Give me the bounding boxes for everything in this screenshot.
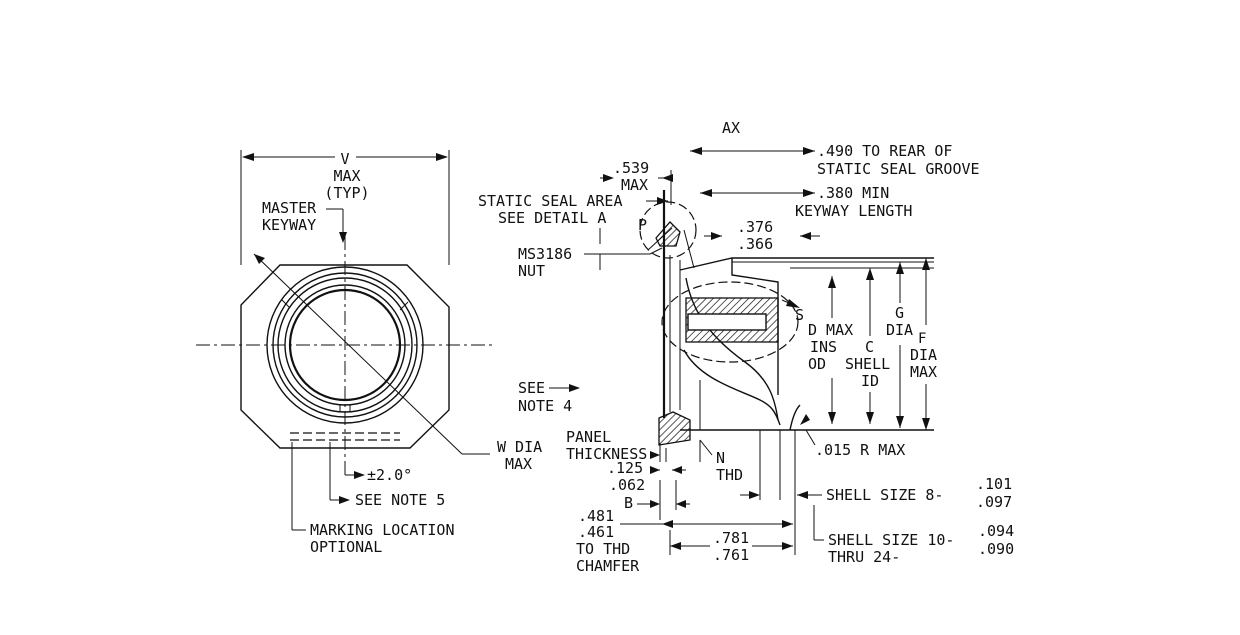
flange-outline — [240, 264, 450, 449]
master-keyway-label-2: KEYWAY — [262, 216, 316, 234]
keyway-length-2: KEYWAY LENGTH — [795, 202, 912, 220]
f-label-3: MAX — [910, 363, 937, 381]
b-label: B — [624, 494, 633, 512]
dim-781: .781 — [713, 529, 749, 547]
nut-label-1: MS3186 — [518, 245, 572, 263]
shell-size-10-thru: THRU 24- — [828, 548, 900, 566]
thd-label: THD — [716, 466, 743, 484]
dim-461: .461 — [578, 523, 614, 541]
panel-label-2: THICKNESS — [566, 445, 647, 463]
marking-location-2: OPTIONAL — [310, 538, 382, 556]
see-note-4-1: SEE — [518, 379, 545, 397]
f-label-2: DIA — [910, 346, 937, 364]
shell-size-8-bot: .097 — [976, 493, 1012, 511]
side-view: S .015 R MAX AX .490 TO REAR OF STATIC S… — [478, 119, 1014, 575]
dim-761: .761 — [713, 546, 749, 564]
g-label-1: G — [895, 304, 904, 322]
marking-location-1: MARKING LOCATION — [310, 521, 455, 539]
end-view: V MAX (TYP) MASTER KEYWAY W DIA MAX ±2.0… — [196, 150, 542, 556]
dim-125: .125 — [607, 459, 643, 477]
see-note-4-2: NOTE 4 — [518, 397, 572, 415]
chamfer-label: CHAMFER — [576, 557, 640, 575]
dim-539: .539 — [613, 159, 649, 177]
p-label: P — [638, 216, 647, 234]
d-label-2: INS — [810, 338, 837, 356]
c-label-3: ID — [861, 372, 879, 390]
static-seal-label-1: STATIC SEAL AREA — [478, 192, 623, 210]
dim-481: .481 — [578, 507, 614, 525]
panel-label-1: PANEL — [566, 428, 611, 446]
r-max-label: .015 R MAX — [815, 441, 905, 459]
shell-size-8-top: .101 — [976, 475, 1012, 493]
rear-seal-label-1: .490 TO REAR OF — [817, 142, 952, 160]
shell-size-10-top: .094 — [978, 522, 1014, 540]
dim-366: .366 — [737, 235, 773, 253]
d-label-1: D MAX — [808, 321, 853, 339]
n-label: N — [716, 449, 725, 467]
ax-label: AX — [722, 119, 740, 137]
to-thd-label: TO THD — [576, 540, 630, 558]
detail-s-label: S — [795, 306, 804, 324]
dim-539-max: MAX — [621, 176, 648, 194]
shell-size-8: SHELL SIZE 8- — [826, 486, 943, 504]
v-max-label: MAX — [333, 167, 360, 185]
shell-size-10-bot: .090 — [978, 540, 1014, 558]
shell-profile — [679, 257, 934, 431]
nut-section — [658, 411, 691, 446]
c-label-2: SHELL — [845, 355, 890, 373]
dim-376: .376 — [737, 218, 773, 236]
f-label-1: F — [918, 331, 926, 347]
g-label-2: DIA — [886, 321, 913, 339]
dim-062: .062 — [609, 476, 645, 494]
rear-seal-label-2: STATIC SEAL GROOVE — [817, 160, 980, 178]
static-seal-label-2: SEE DETAIL A — [498, 209, 606, 227]
w-dia-label: W DIA — [497, 438, 542, 456]
v-typ-label: (TYP) — [324, 184, 369, 202]
master-keyway-label-1: MASTER — [262, 199, 317, 217]
c-label-1: C — [865, 338, 874, 356]
shell-size-10: SHELL SIZE 10- — [828, 531, 954, 549]
angle-tolerance: ±2.0° — [367, 466, 412, 484]
keyway-length-1: .380 MIN — [817, 184, 889, 202]
see-note-5: SEE NOTE 5 — [355, 491, 445, 509]
w-dia-max-label: MAX — [505, 455, 532, 473]
d-label-3: OD — [808, 355, 826, 373]
v-dim-label: V — [340, 150, 349, 168]
nut-label-2: NUT — [518, 262, 545, 280]
